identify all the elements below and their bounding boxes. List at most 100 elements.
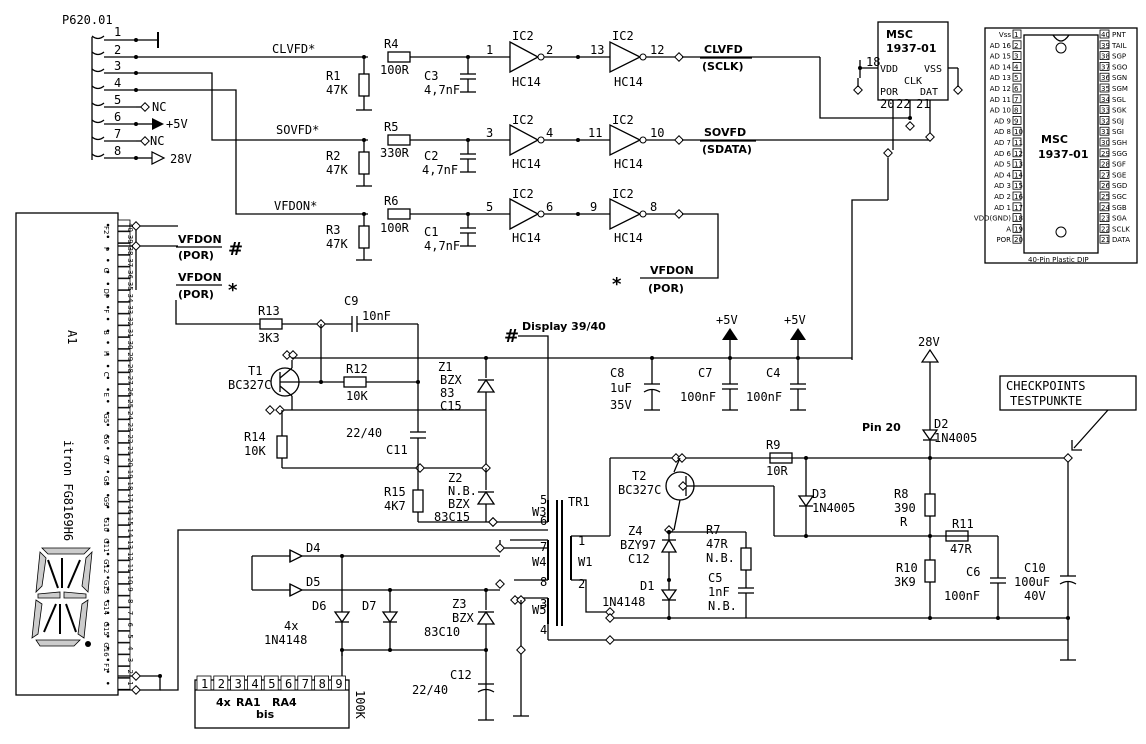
display-pin-dot: [106, 223, 110, 227]
display-pin-cell: [117, 630, 131, 643]
pinout-part: 1937-01: [1038, 148, 1089, 161]
pinout-right-num: 23: [1101, 215, 1110, 223]
r7-note: N.B.: [706, 551, 735, 565]
display-pin-dot: [106, 446, 110, 450]
d1-name: D1: [640, 579, 654, 593]
display-pin-num: 20: [126, 458, 134, 467]
ic-label-3: IC2: [512, 113, 534, 127]
connector-pin-1: 1: [114, 25, 121, 39]
ra-pin-cell: [297, 675, 313, 691]
display-ref: A1: [65, 330, 79, 344]
display-pin-dot: [106, 270, 110, 274]
pinout-left-num: 8: [1014, 107, 1018, 115]
display-pin-num: 33: [126, 305, 134, 314]
pinout-left-pin: AD 12: [990, 85, 1011, 93]
display-pin-num: 5: [126, 634, 134, 638]
ra-pin-num: 9: [335, 677, 342, 691]
display-pin-num: 6: [126, 623, 134, 628]
ic-label-4: IC2: [612, 113, 634, 127]
pinout-left-pin: A: [1006, 225, 1011, 233]
display-pin-dot: [106, 435, 110, 438]
r5-name: R5: [384, 120, 398, 134]
pinout-left-num: 6: [1014, 85, 1019, 93]
display-seg-label: E: [102, 393, 110, 397]
tr1-w5: W5: [532, 603, 546, 617]
pinout-left-cell: [1012, 234, 1022, 244]
checkpoints-line2: TESTPUNKTE: [1010, 394, 1082, 408]
pinout-right-num: 33: [1101, 107, 1110, 115]
t1-name: T1: [248, 364, 262, 378]
r2-value: 47K: [326, 163, 348, 177]
pinout-right-pin: SGG: [1112, 150, 1127, 158]
pinout-left-num: 1: [1014, 31, 1018, 39]
display-pin-cell: [117, 583, 131, 596]
pinout-right-cell: [1099, 180, 1110, 190]
display-seg-label: G12: [102, 559, 110, 573]
display-seg-label: G8: [102, 476, 110, 486]
c1-name: C1: [424, 225, 438, 239]
pinout-right-pin: DATA: [1112, 236, 1130, 244]
display-pin-num: 40: [126, 223, 134, 232]
pinout-left-cell: [1012, 116, 1022, 125]
pinout-right-num: 38: [1101, 53, 1110, 61]
display-pin-dot: [106, 376, 110, 380]
tr1-pin6: 6: [540, 514, 547, 528]
r15-value: 4K7: [384, 499, 406, 513]
msc-pin22: 22: [896, 97, 910, 111]
pinout-right-pin: PNT: [1112, 31, 1126, 39]
ic-label-1: IC2: [512, 29, 534, 43]
display-seg-label: F2: [102, 226, 110, 234]
pinout-left-cell: [1012, 223, 1022, 233]
c7-value: 100nF: [680, 390, 716, 404]
z1-type: BZX: [440, 373, 462, 387]
pinout-left-num: 4: [1014, 63, 1019, 71]
display-pin-num: 36: [126, 270, 134, 279]
display-pin-dot: [106, 282, 110, 286]
vfdon-out-label: VFDON: [650, 264, 694, 277]
connector-pin-6: 6: [114, 110, 121, 124]
pinout-left-cell: [1012, 105, 1022, 114]
display-pin-dot: [106, 564, 110, 568]
inverter-row-3: IC2 HC14 IC2 HC14 5 6 9 8: [486, 187, 676, 245]
pinout-left-pin: AD 9: [994, 117, 1011, 125]
connector-p620: P620.01 1 2 3 4 5 6 7 8 NC NC: [62, 13, 192, 166]
connector-pin-8: 8: [114, 144, 121, 158]
pinout-left-num: 20: [1014, 236, 1023, 244]
pinout-left-num: 18: [1014, 215, 1023, 223]
pinout-right-cell: [1099, 94, 1110, 104]
ra-label-ra4: RA4: [272, 696, 297, 709]
inverter-row-1: IC2 HC14 IC2 HC14 1 2 13 12: [486, 29, 676, 89]
display-pin-cell: [117, 360, 131, 373]
pinout-left-num: 16: [1014, 193, 1023, 201]
display-pin-num: 26: [126, 388, 134, 397]
r11-value: 47R: [950, 542, 972, 556]
ic-label-2: IC2: [612, 29, 634, 43]
segment-glyph: [31, 547, 93, 647]
gate5-in: 5: [486, 200, 493, 214]
display-pin-num: 9: [126, 587, 134, 591]
display-pin-num: 29: [126, 352, 134, 361]
display-seg-label: G9: [102, 497, 110, 507]
ic-type-2: HC14: [614, 75, 643, 89]
c9-name: C9: [344, 294, 358, 308]
display-pin-dot: [106, 470, 110, 474]
pinout-left-pin: Vss: [999, 31, 1011, 39]
r2-name: R2: [326, 149, 340, 163]
pinout-right-cell: [1099, 202, 1110, 212]
tr1-pin2: 2: [578, 577, 585, 591]
display-pin-dot: [106, 634, 110, 638]
sovfd-out-label: SOVFD: [704, 126, 746, 139]
d3-type: 1N4005: [812, 501, 855, 515]
display-seg-label: G11: [102, 538, 110, 552]
pinout-right-num: 35: [1101, 85, 1110, 93]
display-pin-num: 38: [126, 247, 134, 256]
hash-mark-1: #: [228, 239, 243, 260]
pinout-left-pin: AD 3: [994, 182, 1011, 190]
vfdon-star-mark: *: [612, 274, 622, 295]
display-pin-dot: [106, 458, 110, 462]
c2-name: C2: [424, 149, 438, 163]
pinout-right-num: 32: [1101, 117, 1110, 125]
d6-name: D6: [312, 599, 326, 613]
display-pin-dot: [106, 646, 110, 650]
